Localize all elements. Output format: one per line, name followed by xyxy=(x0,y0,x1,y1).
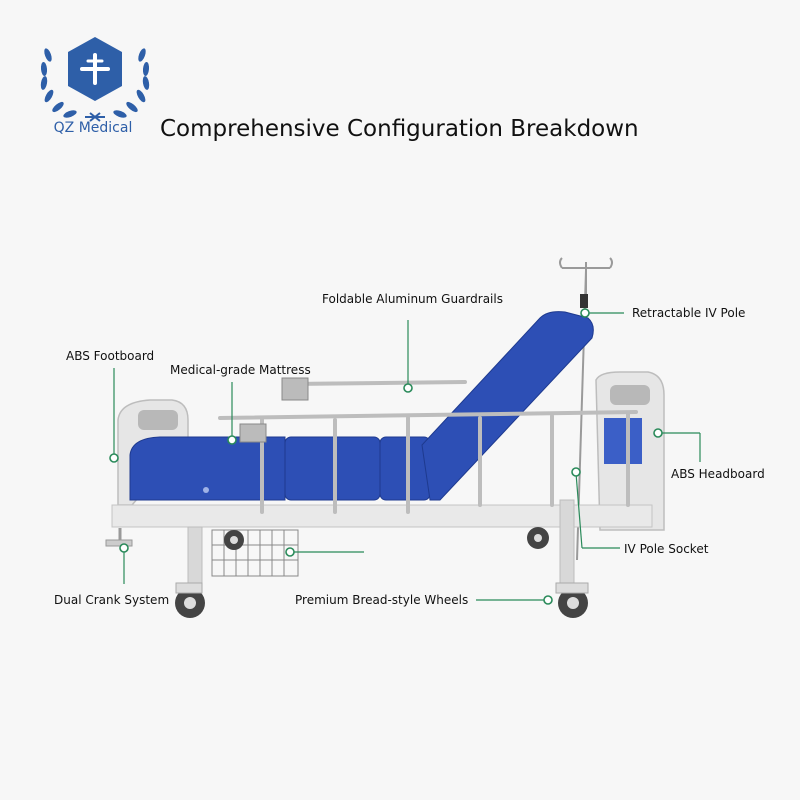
label-footboard: ABS Footboard xyxy=(66,349,155,363)
callout-lines xyxy=(113,312,701,601)
page-title: Comprehensive Configuration Breakdown xyxy=(160,116,639,142)
brand-name: QZ Medical xyxy=(53,120,133,136)
label-guardrails: Foldable Aluminum Guardrails xyxy=(322,292,503,306)
guardrails xyxy=(218,380,638,514)
laurel-right-icon xyxy=(113,48,150,118)
label-wheels: Premium Bread-style Wheels xyxy=(295,593,469,607)
laurel-left-icon xyxy=(40,48,77,118)
callout-dots xyxy=(109,308,663,605)
label-headboard: ABS Headboard xyxy=(671,467,765,481)
label-iv-socket: IV Pole Socket xyxy=(624,542,709,556)
wheels xyxy=(175,527,589,618)
label-mattress: Medical-grade Mattress xyxy=(170,363,311,377)
label-iv-pole: Retractable IV Pole xyxy=(632,306,746,320)
qz-medical-logo xyxy=(40,37,150,122)
crank-handle xyxy=(105,539,133,547)
label-crank: Dual Crank System xyxy=(54,593,170,607)
mattress xyxy=(129,311,594,501)
